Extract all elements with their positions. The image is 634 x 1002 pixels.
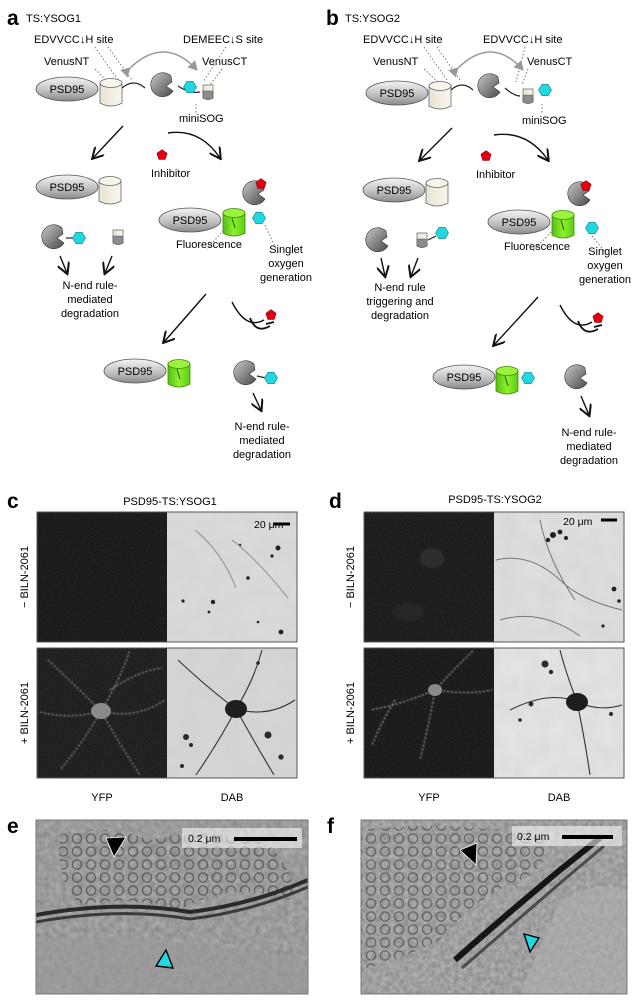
- psd-arrowhead-e: [154, 948, 175, 969]
- panel-d-title: PSD95-TS:YSOG2: [448, 494, 542, 506]
- panel-d-micrographs: d PSD95-TS:YSOG2 20 μm: [329, 490, 625, 804]
- scale-label-d: 20 μm: [563, 516, 593, 528]
- venus-nt-label-a: VenusNT: [44, 56, 90, 68]
- singlet-b-3: generation: [579, 274, 631, 286]
- venus-ct-a: [202, 84, 214, 100]
- degradation-bottom-b-3: degradation: [560, 455, 618, 467]
- psd95-label-a: PSD95: [50, 84, 85, 96]
- row-minus-c: − BILN-2061: [19, 546, 31, 608]
- venus-nt-cylinder-a: [99, 78, 123, 107]
- degradation-left-b-3: degradation: [371, 310, 429, 322]
- ns3-protease-a: [150, 72, 174, 98]
- psd-arrowhead-f: [522, 932, 541, 954]
- degradation-left-b-2: triggering and: [366, 296, 433, 308]
- presynaptic-arrowhead-e: [105, 836, 127, 858]
- minisog-label-a: miniSOG: [179, 113, 224, 125]
- degradation-bottom-b-2: mediated: [566, 441, 611, 453]
- panel-f-em: f 0.2 μm: [327, 815, 628, 995]
- col-yfp-d: YFP: [418, 792, 439, 804]
- inhibitor-label-a: Inhibitor: [151, 168, 190, 180]
- presynaptic-arrowhead-f: [459, 842, 478, 866]
- pointer-lines-a: [94, 46, 227, 114]
- minisog-label-b: miniSOG: [522, 115, 567, 127]
- psd95-label-a-left: PSD95: [50, 182, 85, 194]
- degradation-bottom-a-2: mediated: [239, 435, 284, 447]
- inhibitor-label-b: Inhibitor: [476, 169, 515, 181]
- psd95-label-b-left: PSD95: [377, 185, 412, 197]
- cleavage-site-right-a: DEMEEC↓S site: [183, 34, 263, 46]
- fluorescence-label-a: Fluorescence: [176, 239, 242, 251]
- panel-c-micrographs: c PSD95-TS:YSOG1 20 μm: [7, 490, 298, 804]
- panel-b-letter: b: [326, 7, 339, 30]
- scale-label-c: 20 μm: [254, 519, 284, 531]
- degradation-left-a-3: degradation: [61, 308, 119, 320]
- construct-label-b: TS:YSOG2: [345, 13, 400, 25]
- singlet-a-1: Singlet: [269, 244, 303, 256]
- col-yfp-c: YFP: [91, 792, 112, 804]
- scale-label-e: 0.2 μm: [188, 833, 221, 845]
- row-plus-c: + BILN-2061: [19, 682, 31, 744]
- degradation-left-a-1: N-end rule-: [62, 280, 117, 292]
- degradation-bottom-b-1: N-end rule-: [561, 427, 616, 439]
- panel-a-schematic: a TS:YSOG1 EDVVCC↓H site DEMEEC↓S site V…: [7, 7, 312, 461]
- venus-ct-label-b: VenusCT: [527, 56, 573, 68]
- venus-nt-label-b: VenusNT: [373, 56, 419, 68]
- panel-d-letter: d: [329, 490, 342, 513]
- singlet-a-2: oxygen: [268, 258, 303, 270]
- panel-c-letter: c: [7, 490, 19, 513]
- degradation-bottom-a-3: degradation: [233, 449, 291, 461]
- col-dab-c: DAB: [221, 792, 244, 804]
- psd95-label-a-right: PSD95: [173, 215, 208, 227]
- row-minus-d: − BILN-2061: [345, 546, 357, 608]
- fluorescence-label-b: Fluorescence: [504, 241, 570, 253]
- singlet-a-3: generation: [260, 272, 312, 284]
- panel-c-title: PSD95-TS:YSOG1: [123, 496, 217, 508]
- singlet-b-1: Singlet: [588, 246, 622, 258]
- row-plus-d: + BILN-2061: [345, 682, 357, 744]
- rearrangement-arrow-a: [120, 51, 198, 78]
- psd95-label-a-bottom: PSD95: [118, 366, 153, 378]
- construct-label-a: TS:YSOG1: [26, 13, 81, 25]
- panel-b-schematic: b TS:YSOG2 EDVVCC↓H site EDVVCC↓H site V…: [326, 7, 631, 467]
- col-dab-d: DAB: [548, 792, 571, 804]
- degradation-left-b-1: N-end rule: [374, 282, 425, 294]
- panel-e-em: e 0.2 μm: [7, 815, 309, 995]
- cleavage-site-left-a: EDVVCC↓H site: [34, 34, 113, 46]
- singlet-b-2: oxygen: [587, 260, 622, 272]
- psd95-label-b-bottom: PSD95: [447, 372, 482, 384]
- panel-f-letter: f: [327, 815, 335, 838]
- degradation-bottom-a-1: N-end rule-: [234, 421, 289, 433]
- psd95-label-b: PSD95: [380, 88, 415, 100]
- degradation-left-a-2: mediated: [67, 294, 112, 306]
- venus-green-a: [222, 208, 246, 237]
- panel-e-letter: e: [7, 815, 19, 838]
- psd95-label-b-right: PSD95: [502, 217, 537, 229]
- cleavage-site-left-b: EDVVCC↓H site: [363, 34, 442, 46]
- cleavage-site-right-b: EDVVCC↓H site: [483, 34, 562, 46]
- inhibitor-icon-a: [156, 149, 168, 160]
- venus-ct-label-a: VenusCT: [202, 56, 248, 68]
- minisog-hexagon-a: [183, 81, 197, 93]
- scale-label-f: 0.2 μm: [517, 831, 550, 843]
- panel-a-letter: a: [7, 7, 19, 30]
